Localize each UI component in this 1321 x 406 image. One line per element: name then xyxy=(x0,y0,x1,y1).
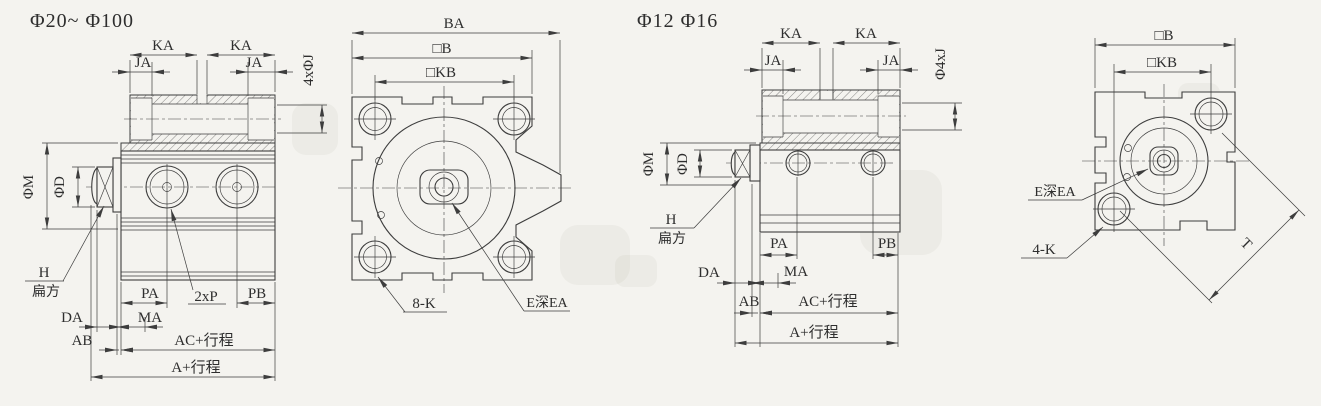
front-outline xyxy=(351,96,562,281)
dim-label-a-stroke: A+行程 xyxy=(171,359,220,376)
dim-label-ma: MA xyxy=(138,310,162,326)
dim-label-phi-m: ΦM xyxy=(641,152,657,176)
dim-label-pb: PB xyxy=(248,286,266,302)
dim-label-ba: BA xyxy=(444,16,465,32)
dim-label-pa: PA xyxy=(141,286,159,302)
dim-label-ab: AB xyxy=(739,294,760,310)
dim-label-flat: 扁方 xyxy=(658,231,686,247)
dim-label-4xoj: 4xΦJ xyxy=(301,54,317,86)
left-flat-leader: H 扁方 xyxy=(25,205,105,300)
dim-label-ja-right: JA xyxy=(883,53,900,69)
dim-label-o4xj: Φ4xJ xyxy=(933,48,949,80)
right-bottom-dim-lines xyxy=(717,177,899,347)
left-holes-dim xyxy=(277,104,327,134)
left-front-dims xyxy=(351,30,561,173)
left-thread-leader: 8-K xyxy=(377,276,447,313)
right-title: Φ12 Φ16 xyxy=(637,10,718,32)
left-front-view: BA □B □KB 8-K E深EA xyxy=(338,16,572,313)
left-ports-leader: 2xP xyxy=(170,208,226,305)
dim-label-ja-right: JA xyxy=(246,55,263,71)
dim-label-ka-left: KA xyxy=(152,38,174,54)
right-front-view: □B □KB E深EA 4-K T xyxy=(1021,28,1306,304)
right-front-dims xyxy=(1094,38,1236,232)
right-thread-leader: 4-K xyxy=(1021,226,1104,259)
dim-label-ka-right: KA xyxy=(855,26,877,42)
dim-label-ka-right: KA xyxy=(230,38,252,54)
body-top-plate xyxy=(759,142,901,151)
dim-label-ac-stroke: AC+行程 xyxy=(174,332,233,349)
dim-label-a-stroke: A+行程 xyxy=(789,324,838,341)
right-flat-leader: H 扁方 xyxy=(650,177,742,247)
right-cylinder-drawing: Φ12 Φ16 xyxy=(637,10,1306,347)
dim-label-ab: AB xyxy=(72,333,93,349)
cylinder-body xyxy=(120,150,276,281)
dim-label-square-b: □B xyxy=(1154,28,1173,44)
cylinder-body xyxy=(759,149,901,233)
right-rod-dims xyxy=(660,142,756,186)
dim-label-ja-left: JA xyxy=(765,53,782,69)
dim-label-e-depth: E深EA xyxy=(526,295,568,311)
dim-label-flat: 扁方 xyxy=(32,284,60,300)
dim-label-e-depth: E深EA xyxy=(1034,184,1076,200)
right-holes-dim xyxy=(902,102,962,131)
dim-label-h: H xyxy=(39,265,50,281)
body-top-plate xyxy=(120,142,276,152)
dim-label-8k: 8-K xyxy=(412,296,435,312)
dim-label-t: T xyxy=(1237,235,1255,253)
dim-label-pb: PB xyxy=(878,236,896,252)
dim-label-ja-left: JA xyxy=(135,55,152,71)
left-depth-leader: E深EA xyxy=(451,202,570,312)
left-side-view: KA KA JA JA 4xΦJ ΦM ΦD xyxy=(21,38,327,381)
right-side-view: KA KA JA JA Φ4xJ ΦM ΦD H xyxy=(641,26,962,347)
dim-label-da: DA xyxy=(698,265,720,281)
left-cylinder-drawing: Φ20~ Φ100 xyxy=(21,10,572,381)
dim-label-square-b: □B xyxy=(432,41,451,57)
dim-label-da: DA xyxy=(61,310,83,326)
right-depth-leader: E深EA xyxy=(1028,168,1149,201)
dim-label-ac-stroke: AC+行程 xyxy=(798,293,857,310)
dim-label-phi-d: ΦD xyxy=(52,176,68,198)
dim-label-pa: PA xyxy=(770,236,788,252)
dim-label-square-kb: □KB xyxy=(1147,55,1177,71)
dim-label-square-kb: □KB xyxy=(426,65,456,81)
dim-label-ma: MA xyxy=(784,264,808,280)
dim-label-h: H xyxy=(666,212,677,228)
dim-label-4k: 4-K xyxy=(1032,242,1055,258)
left-rod-dims xyxy=(42,142,118,230)
dim-label-2xp: 2xP xyxy=(194,289,217,305)
mounting-holes xyxy=(354,98,535,278)
rod-flat-square xyxy=(730,144,761,182)
dim-label-ka-left: KA xyxy=(780,26,802,42)
dim-label-phi-d: ΦD xyxy=(675,153,691,175)
dim-label-phi-m: ΦM xyxy=(21,175,37,199)
rod-flat-square xyxy=(91,157,122,213)
left-title: Φ20~ Φ100 xyxy=(30,10,134,32)
